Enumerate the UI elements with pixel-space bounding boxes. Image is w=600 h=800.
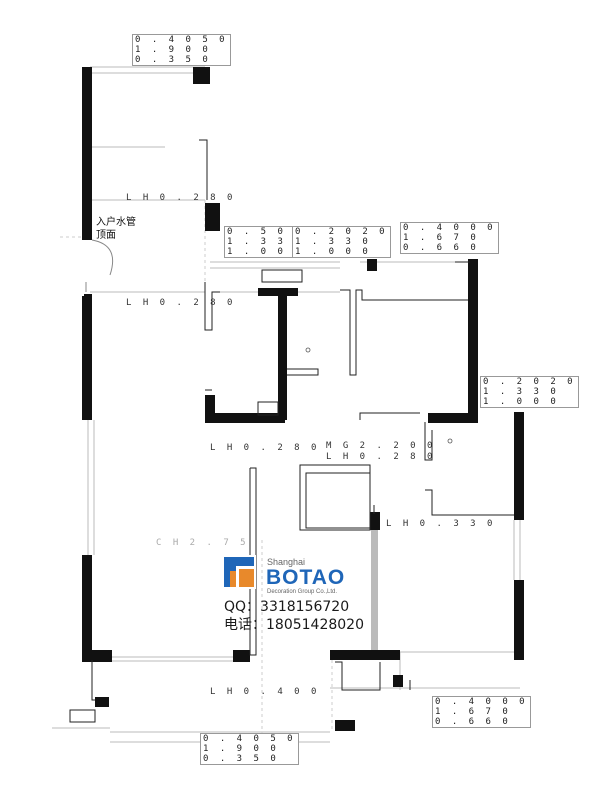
level-label-top-corridor: L H 0 . 2 8 0 <box>126 193 236 203</box>
mg-label-center: M G 2 . 2 0 0 <box>326 441 436 451</box>
contact-phone: 电话：18051428020 <box>224 617 364 633</box>
spec-line: 1 . 0 0 0 <box>227 247 303 257</box>
spec-line: 0 . 6 6 0 <box>403 243 479 253</box>
glass-partition <box>371 530 378 650</box>
level-label-center: L H 0 . 2 8 0 <box>210 443 320 453</box>
ceiling-height-label: C H 2 . 7 5 <box>156 538 249 548</box>
logo-brand: BOTAO <box>266 566 346 589</box>
spec-line: 1 . 3 3 0 <box>227 237 303 247</box>
inlet-pipe-note: 入户水管 <box>96 217 136 228</box>
company-logo: Shanghai BOTAO Decoration Group Co.,Ltd. <box>222 555 382 635</box>
window-spec-top: 0 . 4 0 5 0 1 . 9 0 0 0 . 3 5 0 <box>132 34 231 66</box>
window-spec-bottom-right: 0 . 4 0 0 0 1 . 6 7 0 0 . 6 6 0 <box>432 696 531 728</box>
walls <box>82 67 524 731</box>
spec-line: 1 . 6 7 0 <box>435 707 511 717</box>
spec-line: 1 . 9 0 0 <box>203 744 279 754</box>
thin-walls <box>69 139 514 723</box>
spec-line: 1 . 9 0 0 <box>135 45 211 55</box>
contact-qq: QQ：3318156720 <box>224 599 350 615</box>
spec-line: 0 . 5 0 0 0 <box>227 227 320 237</box>
spec-line: 1 . 3 3 0 <box>483 387 559 397</box>
level-label-center-2: L H 0 . 2 8 0 <box>326 452 436 462</box>
level-label-bottom: L H 0 . 4 0 0 <box>210 687 320 697</box>
spec-line: 0 . 3 5 0 <box>135 55 211 65</box>
spec-line: 1 . 0 0 0 <box>295 247 371 257</box>
spec-line: 0 . 2 0 2 0 <box>483 377 576 387</box>
spec-line: 0 . 6 6 0 <box>435 717 511 727</box>
spec-line: 1 . 6 7 0 <box>403 233 479 243</box>
floor-drains <box>305 347 453 444</box>
window-spec-right: 0 . 2 0 2 0 1 . 3 3 0 1 . 0 0 0 <box>480 376 579 408</box>
window-spec-bottom: 0 . 4 0 5 0 1 . 9 0 0 0 . 3 5 0 <box>200 733 299 765</box>
ceiling-note: 顶面 <box>96 230 116 241</box>
spec-line: 1 . 0 0 0 <box>483 397 559 407</box>
spec-line: 1 . 3 3 0 <box>295 237 371 247</box>
window-spec-mid-right: 0 . 4 0 0 0 1 . 6 7 0 0 . 6 6 0 <box>400 222 499 254</box>
door-swings <box>85 239 114 292</box>
spec-line: 0 . 3 5 0 <box>203 754 279 764</box>
window-spec-mid-left: 0 . 5 0 0 0 1 . 3 3 0 1 . 0 0 0 <box>224 226 323 258</box>
logo-mark-icon <box>222 555 256 589</box>
logo-city: Shanghai <box>267 557 306 567</box>
spec-line: 0 . 4 0 0 0 <box>403 223 496 233</box>
spec-line: 0 . 4 0 0 0 <box>435 697 528 707</box>
spec-line: 0 . 4 0 5 0 <box>135 35 228 45</box>
window-spec-mid-center: 0 . 2 0 2 0 1 . 3 3 0 1 . 0 0 0 <box>292 226 391 258</box>
logo-subtitle: Decoration Group Co.,Ltd. <box>267 589 338 595</box>
level-label-right: L H 0 . 3 3 0 <box>386 519 496 529</box>
spec-line: 0 . 4 0 5 0 <box>203 734 296 744</box>
spec-line: 0 . 2 0 2 0 <box>295 227 388 237</box>
level-label-mid-corridor: L H 0 . 2 8 0 <box>126 298 236 308</box>
